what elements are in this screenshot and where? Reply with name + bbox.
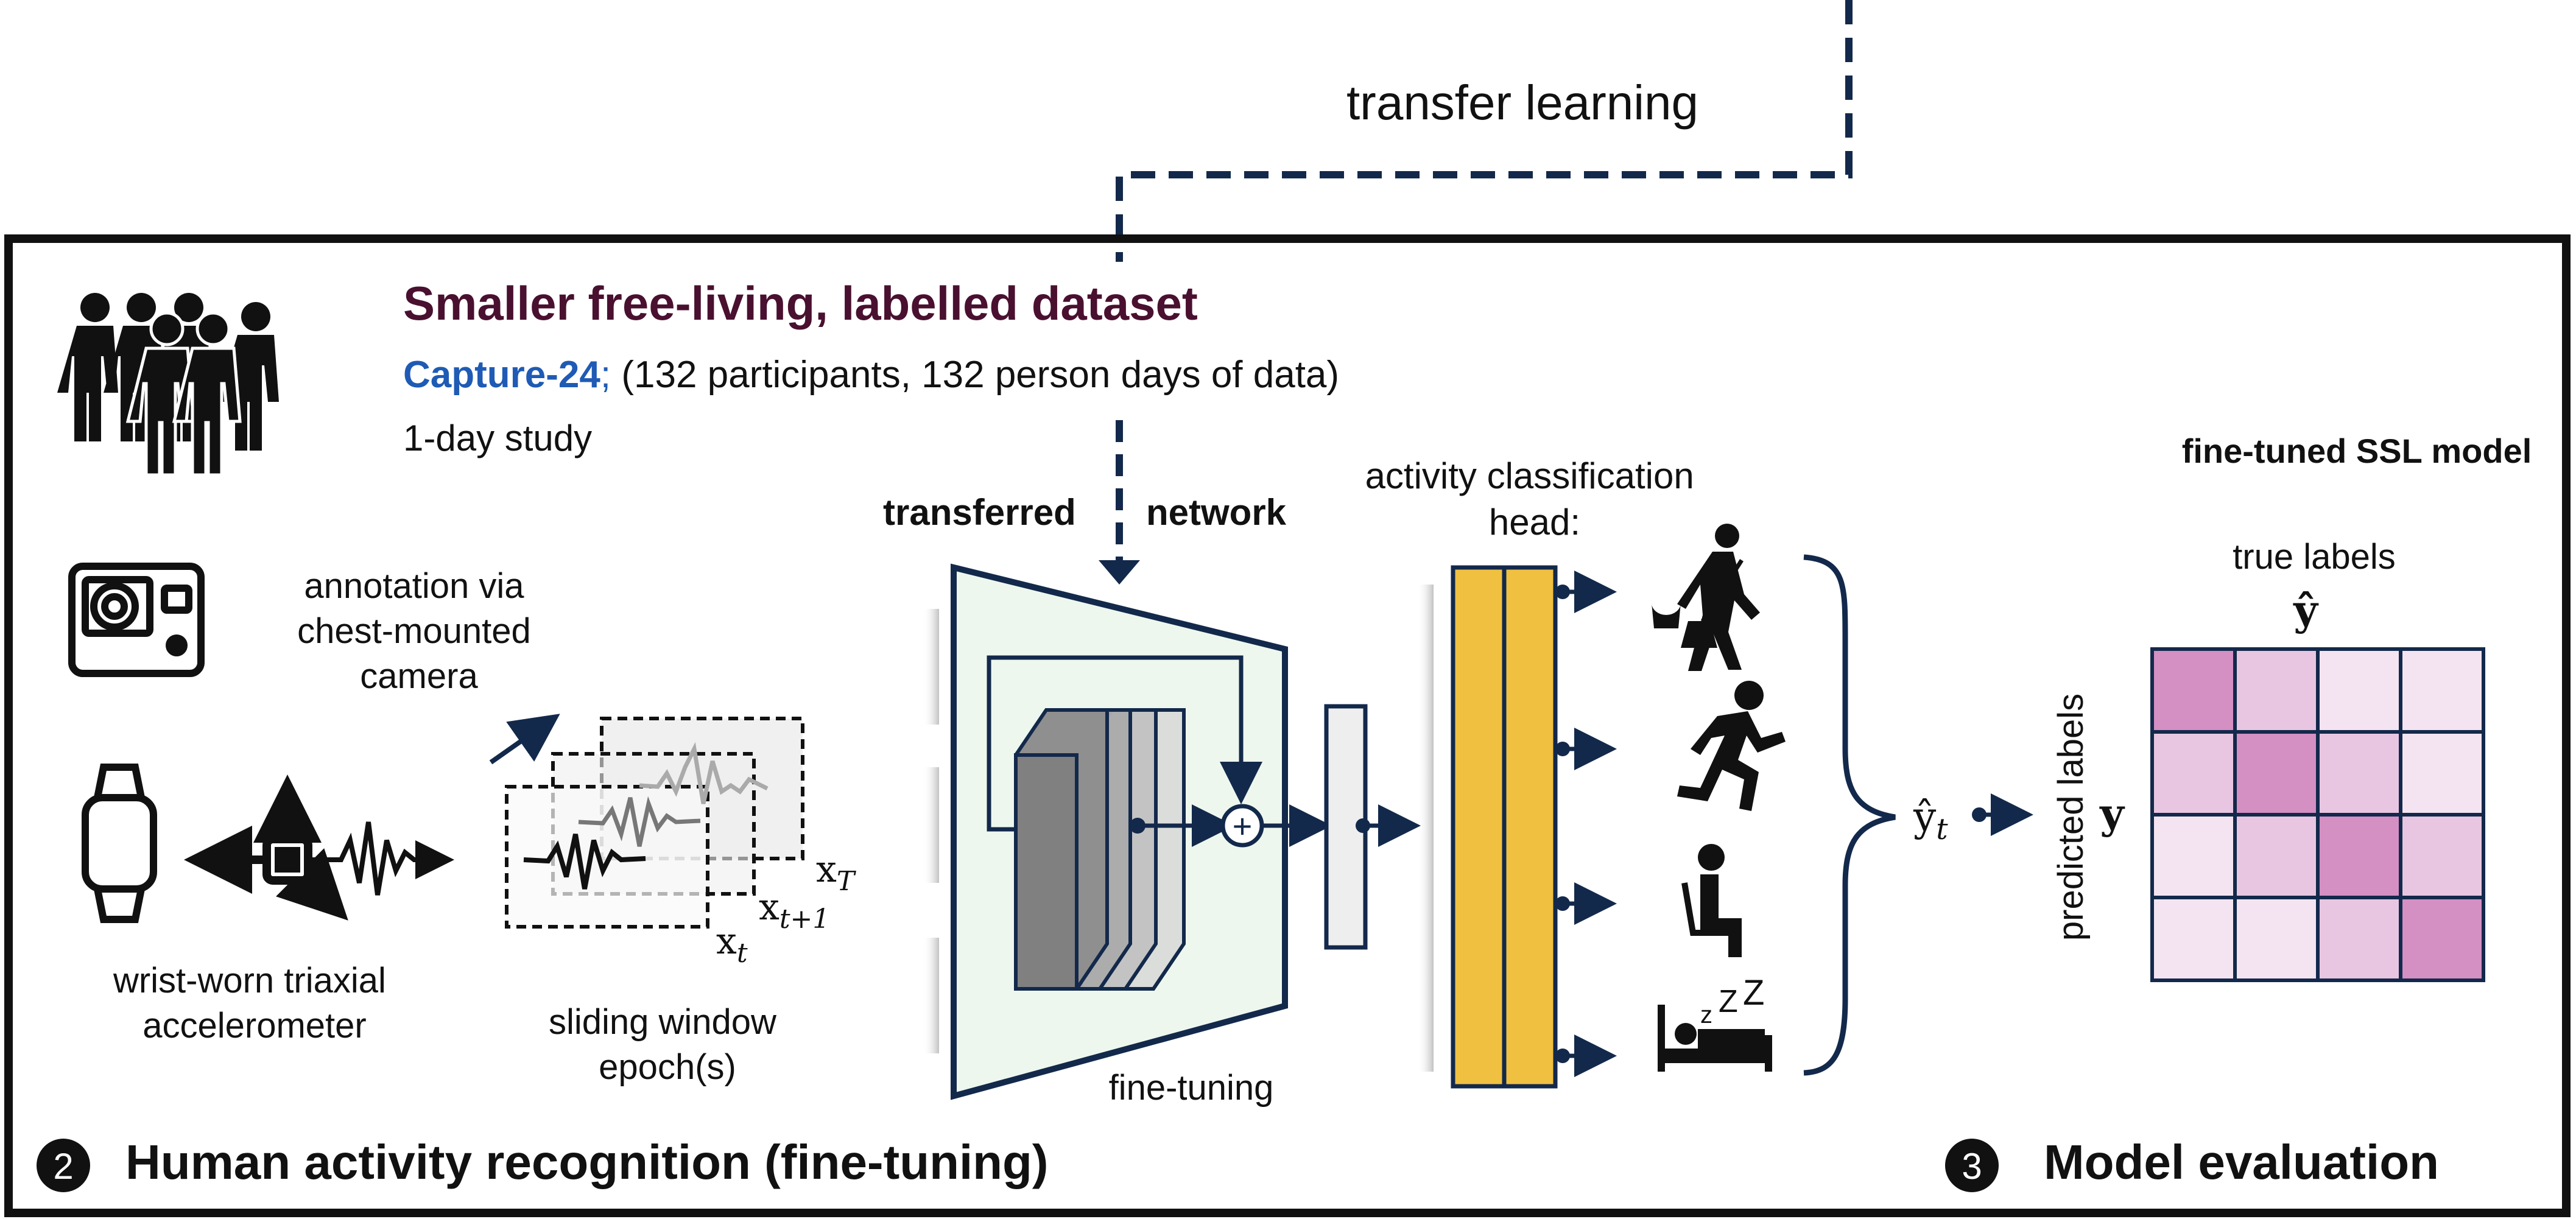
sliding-windows: xT xt+1 xt: [489, 714, 857, 969]
matrix-cell-1-1: [2233, 730, 2320, 817]
matrix-cell-2-1: [2233, 813, 2320, 899]
prediction-output: ŷt: [1913, 793, 1948, 846]
main-panel: [4, 234, 2571, 1217]
head-outputs: [1555, 571, 1617, 1077]
signal-t: [523, 834, 646, 890]
predicted-labels-symbol: y: [2099, 790, 2125, 838]
window-t-plus-1-subscript: t+1: [779, 904, 830, 935]
head-line-2: head:: [1489, 502, 1580, 543]
sitting-activity-icon: [1681, 844, 1742, 957]
annotation-line-1: annotation via: [304, 566, 524, 606]
window-t-subscript: t: [737, 938, 748, 969]
matrix-cell-1-0: [2150, 730, 2237, 817]
window-t: [505, 785, 709, 929]
output-brace: [1803, 554, 1896, 1076]
svg-text:Z: Z: [1743, 973, 1764, 1013]
cleaning-activity-icon: [1652, 524, 1760, 671]
section-3-number: 3: [1962, 1146, 1982, 1187]
sum-symbol: +: [1233, 807, 1253, 845]
true-labels-symbol: ŷ: [2293, 586, 2319, 635]
prediction-symbol: ŷ: [1913, 793, 1937, 840]
annotation-line-2: chest-mounted: [297, 611, 531, 651]
window-shift-arrow: [489, 714, 560, 765]
transfer-learning-label: transfer learning: [1346, 76, 1698, 130]
section-3-title: Model evaluation: [2044, 1135, 2439, 1189]
accelerometer-line-2: accelerometer: [143, 1006, 366, 1045]
matrix-cell-0-1: [2233, 647, 2320, 734]
study-duration: 1-day study: [403, 418, 592, 458]
camera-icon: [68, 563, 205, 677]
matrix-cell-0-2: [2316, 647, 2402, 734]
matrix-cell-3-3: [2399, 896, 2485, 982]
skip-connection: [987, 655, 1262, 832]
window-t-plus-1-symbol: x: [759, 886, 779, 929]
transferred-label: transferred: [883, 492, 1076, 533]
section-2-number: 2: [53, 1146, 73, 1187]
matrix-cell-3-1: [2233, 896, 2320, 982]
true-labels-label: true labels: [2233, 537, 2396, 577]
matrix-cell-0-0: [2150, 647, 2237, 734]
transfer-connector: [1116, 0, 1853, 262]
matrix-cell-1-2: [2316, 730, 2402, 817]
confusion-matrix: [2150, 647, 2485, 982]
dataset-title: Smaller free-living, labelled dataset: [403, 276, 1198, 330]
annotation-line-3: camera: [360, 656, 478, 696]
section-2-title: Human activity recognition (fine-tuning): [125, 1135, 1049, 1189]
dataset-name-link[interactable]: Capture-24: [403, 354, 600, 396]
matrix-cell-2-3: [2399, 813, 2485, 899]
network-label: network: [1146, 492, 1287, 533]
annotation-label: annotation via chest-mounted camera: [297, 566, 541, 696]
sliding-window-line-2: epoch(s): [599, 1047, 736, 1087]
matrix-cell-2-0: [2150, 813, 2237, 899]
window-label-t: xt: [716, 920, 748, 969]
signal-T: [639, 742, 769, 804]
transfer-arrowhead: [1099, 560, 1140, 585]
matrix-cell-0-3: [2399, 647, 2485, 734]
smartwatch-icon: [82, 764, 157, 923]
signal-t-plus-1: [578, 796, 701, 847]
running-activity-icon: [1677, 681, 1786, 811]
window-label-T: xT: [816, 848, 857, 897]
finetuning-label: fine-tuning: [1109, 1068, 1274, 1108]
section-2-badge: [37, 1139, 90, 1192]
matrix-cell-2-2: [2316, 813, 2402, 899]
window-T-symbol: x: [816, 848, 837, 891]
classification-head: [1451, 565, 1558, 1089]
conv-block-1: [1014, 708, 1109, 991]
dataset-details: (132 participants, 132 person days of da…: [611, 354, 1339, 396]
accelerometer-line-1: wrist-worn triaxial: [113, 961, 386, 1000]
triaxial-axes-icon: [184, 775, 454, 921]
dataset-description: Capture-24; (132 participants, 132 perso…: [403, 354, 1339, 396]
window-label-t-plus-1: xt+1: [759, 886, 829, 935]
dataset-name-separator: ;: [600, 354, 611, 396]
svg-text:z: z: [1700, 1002, 1712, 1028]
accelerometer-label: wrist-worn triaxial accelerometer: [113, 961, 396, 1045]
head-label: activity classification head:: [1365, 455, 1705, 543]
conv-blocks: [1014, 708, 1186, 991]
window-t-symbol: x: [716, 920, 737, 963]
window-T-subscript: T: [837, 866, 857, 897]
sliding-window-line-1: sliding window: [549, 1002, 777, 1042]
people-group-icon: [57, 293, 279, 477]
section-3-badge: [1945, 1139, 1999, 1192]
evaluation-title: fine-tuned SSL model: [2182, 432, 2532, 470]
prediction-subscript: t: [1936, 812, 1948, 846]
svg-text:Z: Z: [1719, 984, 1738, 1019]
head-line-1: activity classification: [1365, 455, 1694, 496]
matrix-cell-3-0: [2150, 896, 2237, 982]
matrix-cell-3-2: [2316, 896, 2402, 982]
matrix-cell-1-3: [2399, 730, 2485, 817]
sleeping-activity-icon: z Z Z: [1658, 973, 1772, 1072]
predicted-labels-label: predicted labels: [2051, 694, 2091, 941]
sliding-window-label: sliding window epoch(s): [549, 1002, 786, 1087]
